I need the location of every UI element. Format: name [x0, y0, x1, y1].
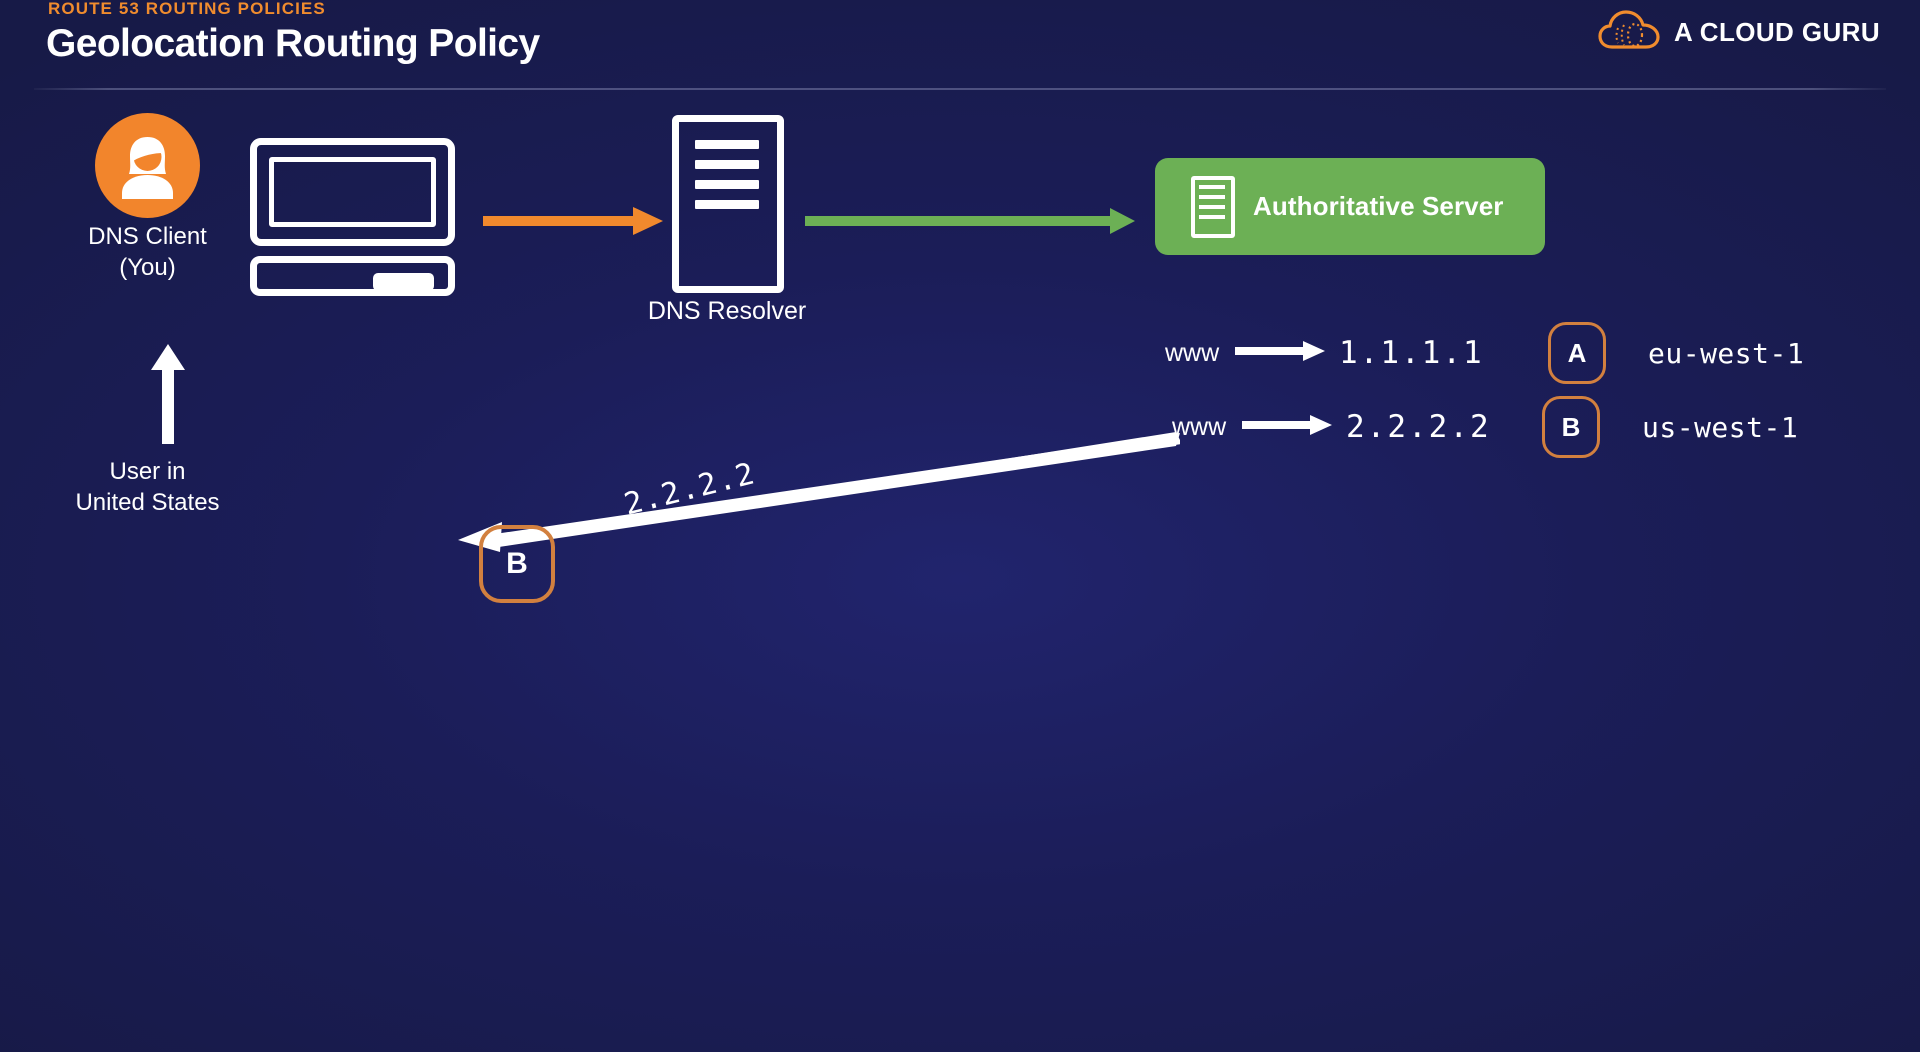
- auth-icon-frame: [1191, 176, 1235, 238]
- monitor-screen: [269, 157, 436, 227]
- lookup-arrow: [805, 207, 1135, 240]
- resolver-bar: [695, 200, 759, 209]
- user-location-line1: User in: [109, 458, 186, 485]
- header-divider: [34, 88, 1886, 90]
- authoritative-server-box: Authoritative Server: [1155, 158, 1545, 255]
- resolver-bar: [695, 140, 759, 149]
- record-host: www: [1172, 412, 1227, 441]
- computer-base: [250, 256, 455, 296]
- arrow-right-icon: [1235, 340, 1325, 367]
- desktop-computer-icon: [250, 138, 455, 296]
- resolver-bar: [695, 180, 759, 189]
- query-arrow: [483, 205, 663, 242]
- auth-icon-line: [1199, 195, 1225, 199]
- server-rack-icon-resolver: DNS Resolver: [648, 115, 806, 325]
- status-badge: B: [1542, 396, 1600, 458]
- client-label: DNS Client (You): [30, 222, 265, 283]
- dns-record-row: www 1.1.1.1 A eu-west-1: [1165, 322, 1804, 384]
- computer-base-slot: [373, 273, 434, 291]
- record-region: eu-west-1: [1648, 336, 1805, 370]
- page-title: Geolocation Routing Policy: [46, 22, 540, 65]
- arrow-right-icon: [1242, 414, 1332, 441]
- avatar: [95, 113, 200, 218]
- record-region: us-west-1: [1642, 410, 1799, 444]
- response-status-badge: B: [479, 525, 555, 603]
- status-badge: A: [1548, 322, 1606, 384]
- arrow-up-icon: [145, 344, 191, 449]
- resolver-label: DNS Resolver: [647, 297, 807, 325]
- authoritative-server-label: Authoritative Server: [1253, 191, 1504, 221]
- page-header: ROUTE 53 ROUTING POLICIES Geolocation Ro…: [0, 0, 1920, 90]
- resolver-bar: [695, 160, 759, 169]
- auth-icon-line: [1199, 205, 1225, 209]
- resolver-body: [672, 115, 784, 293]
- record-ip: 1.1.1.1: [1339, 335, 1484, 371]
- auth-icon-line: [1199, 215, 1225, 219]
- brand-logo: A CLOUD GURU: [1598, 8, 1880, 57]
- user-location-line2: United States: [75, 489, 220, 517]
- dns-record-row: www 2.2.2.2 B us-west-1: [1172, 396, 1798, 458]
- brand-name: A CLOUD GURU: [1673, 17, 1880, 47]
- record-ip: 2.2.2.2: [1346, 409, 1491, 445]
- server-rack-icon-authoritative: [1191, 176, 1235, 238]
- client-label-line1: DNS Client: [88, 223, 207, 250]
- cloud-icon: [1598, 8, 1660, 57]
- user-location-label: User in United States: [10, 456, 285, 518]
- record-host: www: [1165, 338, 1220, 367]
- client-label-line2: (You): [119, 253, 176, 281]
- header-eyebrow: ROUTE 53 ROUTING POLICIES: [48, 0, 326, 18]
- auth-icon-line: [1199, 185, 1225, 189]
- monitor-frame: [250, 138, 455, 246]
